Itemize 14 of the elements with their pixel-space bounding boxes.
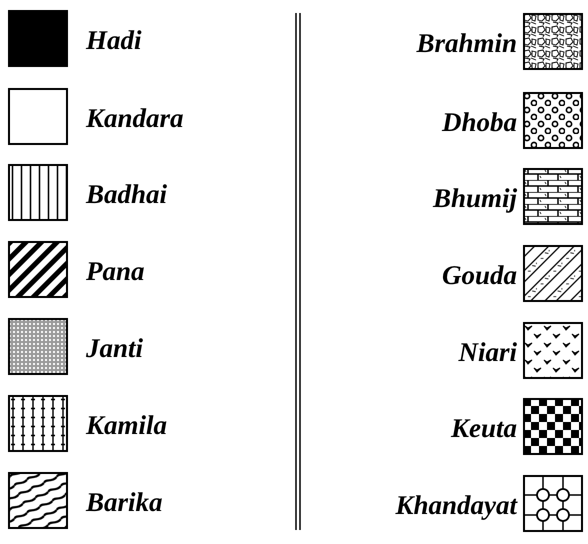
legend-label: Badhai bbox=[86, 178, 168, 210]
legend-label: Hadi bbox=[86, 24, 142, 56]
legend-label: Bhumij bbox=[432, 182, 517, 214]
legend-label: Pana bbox=[86, 255, 145, 287]
legend-label: Brahmin bbox=[416, 27, 517, 59]
legend-label: Janti bbox=[86, 332, 144, 364]
legend-label: Niari bbox=[458, 336, 517, 368]
legend-label: Khandayat bbox=[395, 489, 517, 521]
legend-label: Barika bbox=[86, 486, 163, 518]
legend-label: Dhoba bbox=[442, 106, 517, 138]
legend-label: Keuta bbox=[450, 412, 517, 444]
legend-label: Kamila bbox=[86, 409, 168, 441]
legend-label: Kandara bbox=[86, 102, 184, 134]
legend-label: Gouda bbox=[442, 259, 517, 291]
